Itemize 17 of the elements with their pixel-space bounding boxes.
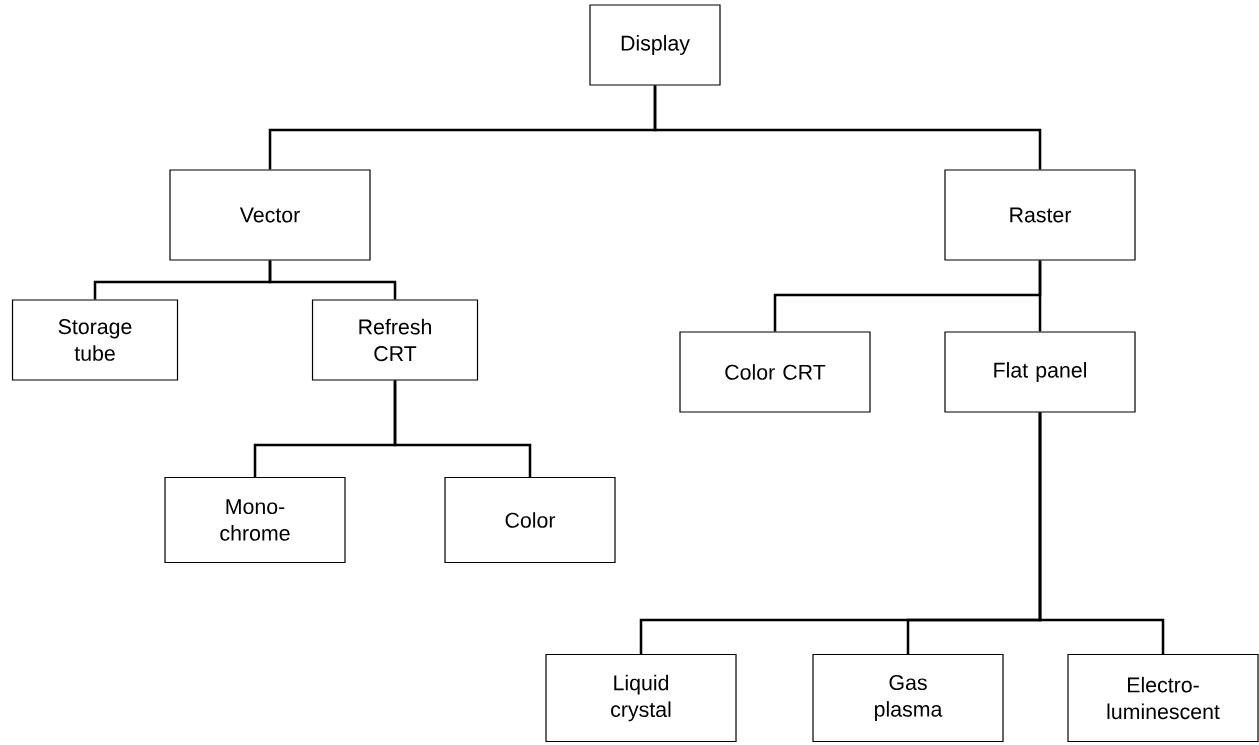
connector-line	[393, 380, 532, 477]
connector-line	[653, 85, 1042, 170]
label-box: Refresh CRT	[311, 299, 479, 381]
label-box: Display	[589, 4, 721, 86]
label-box: Flat panel	[944, 331, 1136, 413]
label-box: Color CRT	[679, 331, 871, 413]
label-box: Raster	[944, 169, 1136, 261]
label-box: Storage tube	[11, 299, 179, 381]
connector-line	[1038, 412, 1165, 654]
label-box: Vector	[169, 169, 371, 261]
connector-line	[268, 260, 397, 300]
label-box: Mono- chrome	[164, 476, 346, 564]
label-box: Liquid crystal	[545, 653, 737, 743]
label-box: Color	[444, 476, 616, 564]
label-box: Electro- luminescent	[1067, 653, 1259, 743]
connector-line	[1038, 260, 1042, 332]
label-box: Gas plasma	[812, 653, 1004, 743]
